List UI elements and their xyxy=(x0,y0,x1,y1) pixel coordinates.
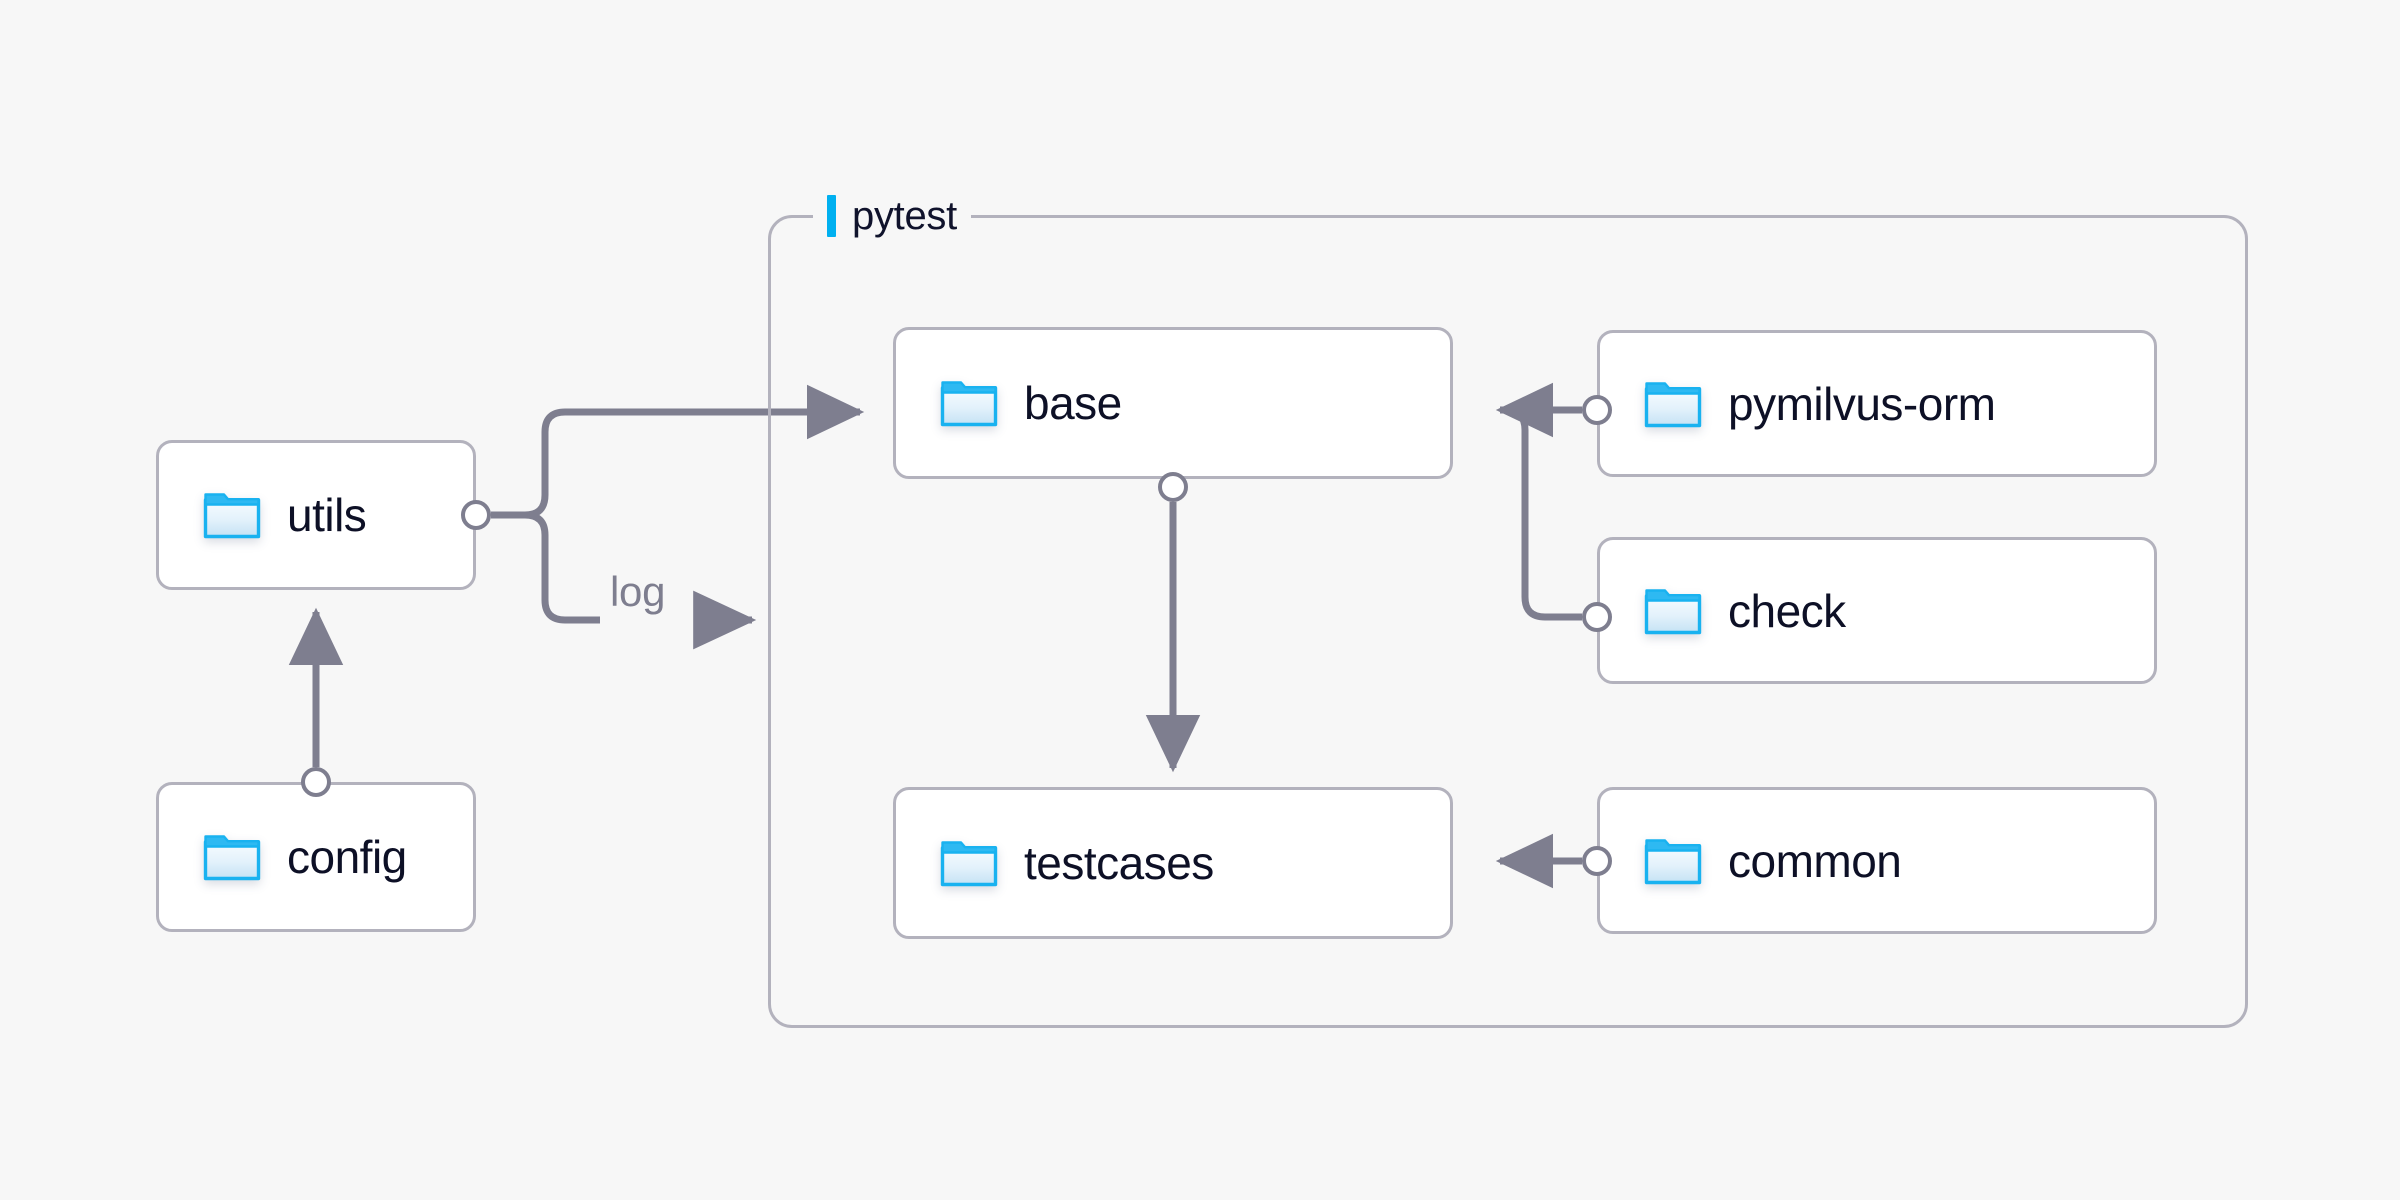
folder-icon xyxy=(940,379,998,427)
port-utils-right[interactable] xyxy=(461,500,491,530)
accent-bar-icon xyxy=(827,195,836,237)
node-label: base xyxy=(1024,377,1122,429)
port-base-bottom[interactable] xyxy=(1158,472,1188,502)
edge-label-log: log xyxy=(600,571,676,613)
group-pytest-label: pytest xyxy=(813,190,971,242)
node-label: testcases xyxy=(1024,837,1214,889)
node-testcases[interactable]: testcases xyxy=(893,787,1453,939)
node-base[interactable]: base xyxy=(893,327,1453,479)
folder-icon xyxy=(940,839,998,887)
node-label: common xyxy=(1728,834,1902,887)
node-utils[interactable]: utils xyxy=(156,440,476,590)
edge-utils-log-stub xyxy=(491,511,600,624)
node-label: check xyxy=(1728,584,1846,637)
node-config[interactable]: config xyxy=(156,782,476,932)
node-common[interactable]: common xyxy=(1597,787,2157,934)
node-label: config xyxy=(287,831,407,883)
node-pymilvus-orm[interactable]: pymilvus-orm xyxy=(1597,330,2157,477)
node-check[interactable]: check xyxy=(1597,537,2157,684)
port-common-left[interactable] xyxy=(1582,846,1612,876)
group-title-text: pytest xyxy=(852,193,957,238)
edge-check-to-base xyxy=(1500,406,1582,621)
node-label: pymilvus-orm xyxy=(1728,377,1996,430)
port-check-left[interactable] xyxy=(1582,602,1612,632)
folder-icon xyxy=(1644,380,1702,428)
folder-icon xyxy=(203,833,261,881)
folder-icon xyxy=(203,491,261,539)
port-config-top[interactable] xyxy=(301,767,331,797)
folder-icon xyxy=(1644,587,1702,635)
port-pymilvus-orm-left[interactable] xyxy=(1582,395,1612,425)
folder-icon xyxy=(1644,837,1702,885)
group-pytest[interactable] xyxy=(768,215,2248,1028)
node-label: utils xyxy=(287,489,367,541)
